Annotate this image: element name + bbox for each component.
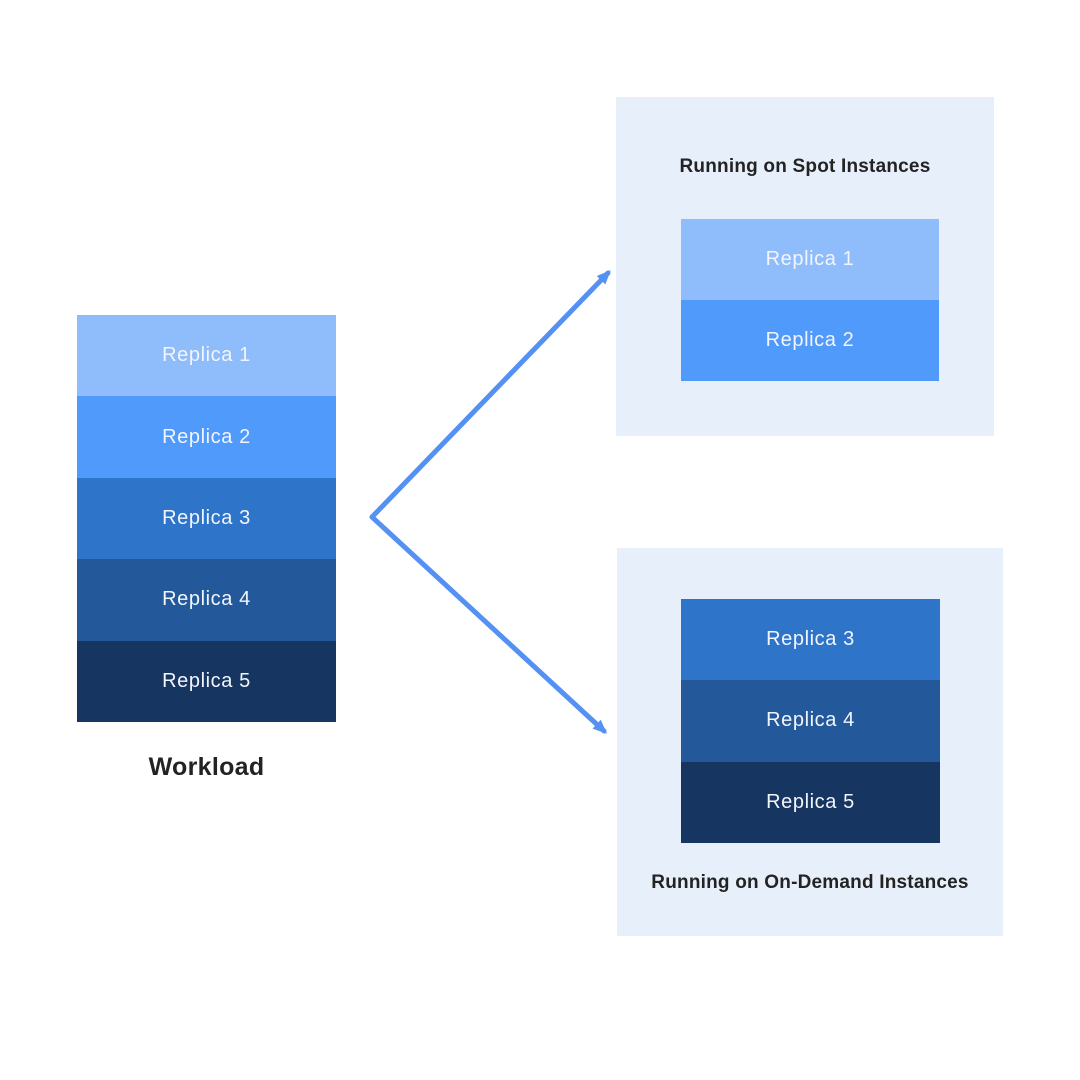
workload-stack: Replica 1 Replica 2 Replica 3 Replica 4 Repl… — [77, 315, 336, 723]
replica-label: Replica 4 — [162, 588, 251, 611]
replica-block: Replica 1 — [77, 315, 336, 397]
replica-block: Replica 5 — [681, 761, 940, 843]
spot-panel-title: Running on Spot Instances — [679, 156, 931, 177]
replica-label: Replica 5 — [766, 790, 855, 813]
replica-label: Replica 3 — [766, 628, 855, 651]
replica-label: Replica 4 — [766, 709, 855, 732]
spot-replica-stack: Replica 1 Replica 2 — [681, 219, 939, 381]
replica-block: Replica 3 — [681, 599, 940, 681]
replica-block: Replica 4 — [77, 559, 336, 641]
ondemand-replica-stack: Replica 3 Replica 4 Replica 5 — [681, 599, 940, 843]
replica-label: Replica 5 — [162, 669, 251, 692]
replica-block: Replica 2 — [77, 396, 336, 478]
arrow-to-ondemand — [369, 514, 607, 734]
replica-block: Replica 3 — [77, 477, 336, 560]
replica-label: Replica 1 — [162, 344, 251, 367]
workload-label: Workload — [148, 753, 265, 781]
replica-block: Replica 1 — [681, 219, 939, 300]
replica-label: Replica 2 — [162, 425, 251, 448]
replica-label: Replica 2 — [765, 329, 855, 351]
replica-block: Replica 2 — [681, 300, 939, 381]
replica-block: Replica 5 — [77, 640, 336, 723]
replica-block: Replica 4 — [681, 680, 940, 762]
replica-label: Replica 3 — [162, 507, 251, 530]
ondemand-panel-title: Running on On-Demand Instances — [651, 872, 969, 893]
replica-label: Replica 1 — [765, 248, 855, 270]
arrow-to-spot — [369, 270, 611, 520]
